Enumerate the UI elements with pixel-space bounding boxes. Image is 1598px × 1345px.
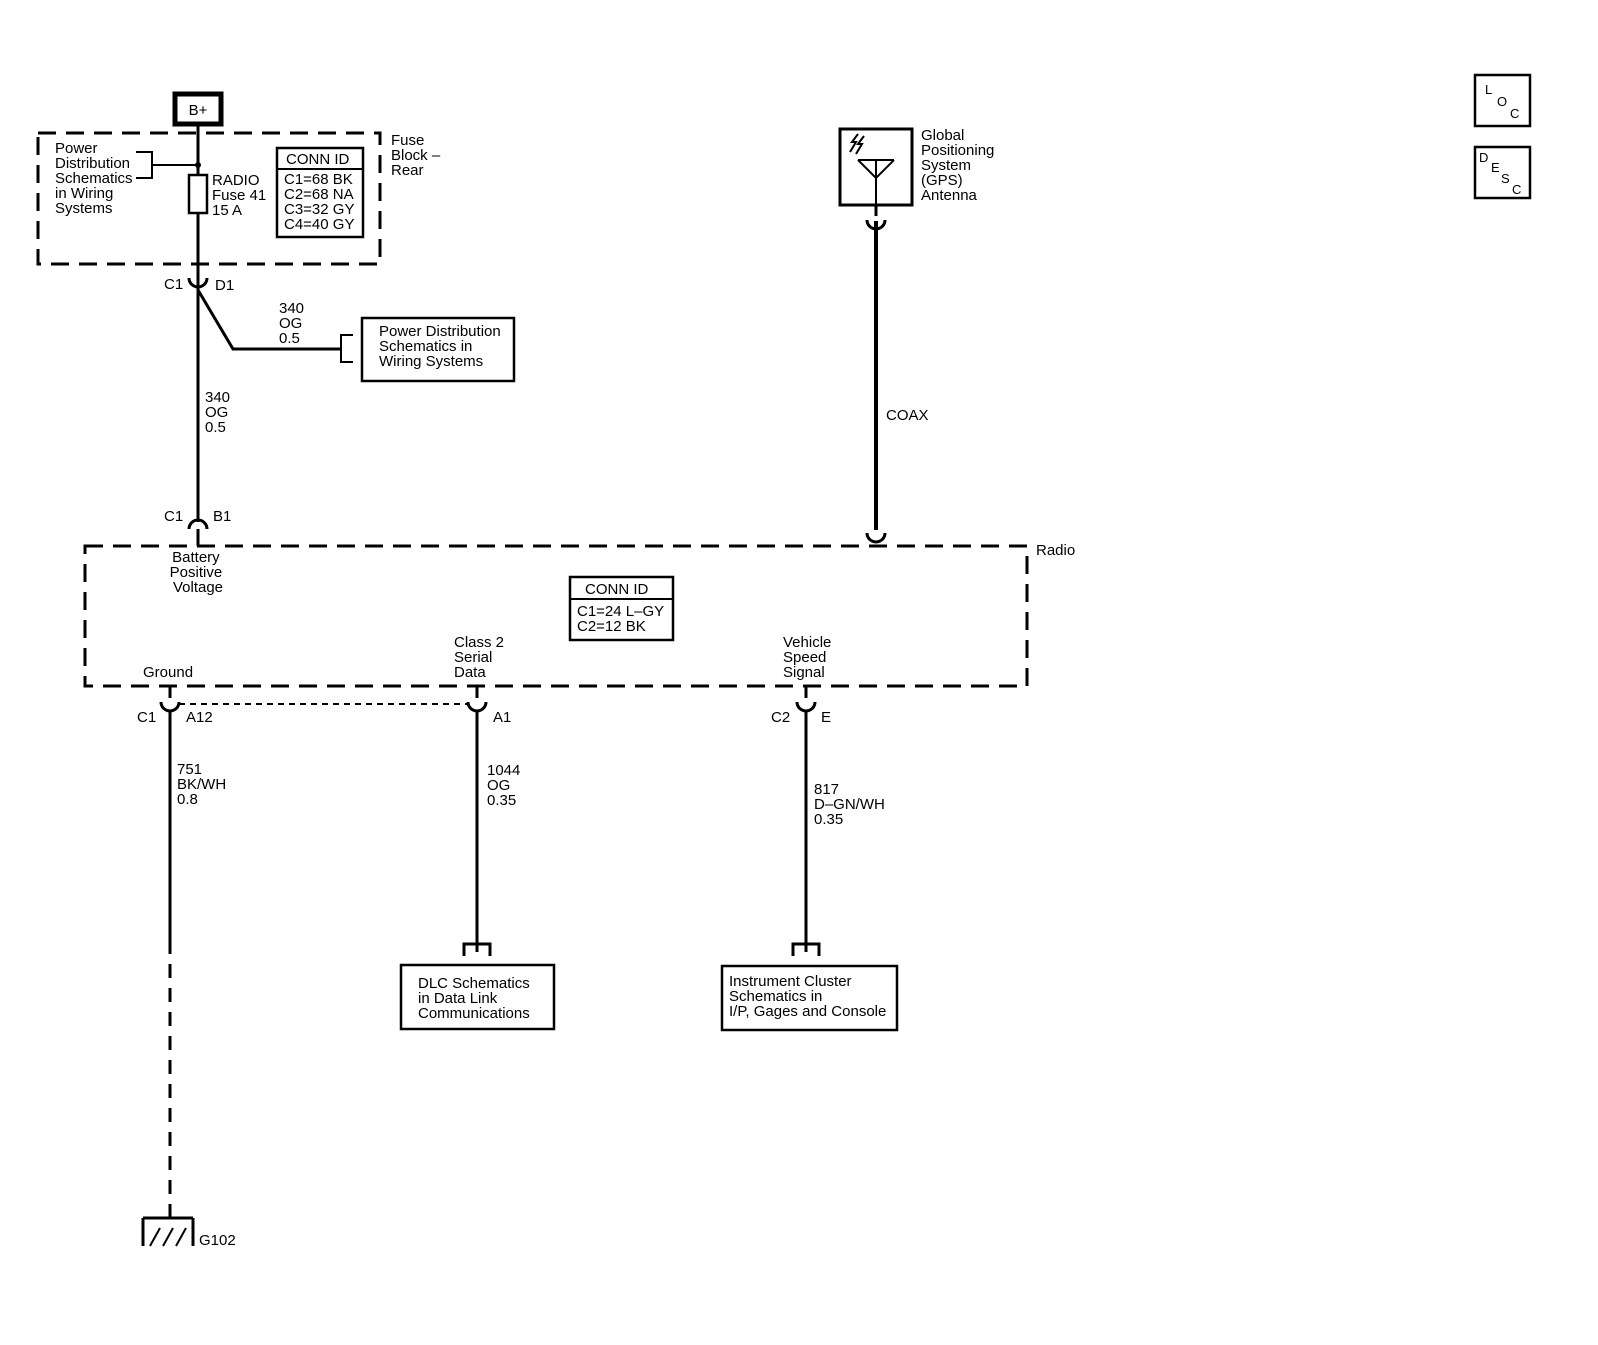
vehicle-speed-label: Vehicle Speed Signal xyxy=(783,634,836,681)
desc-button[interactable]: D E S C xyxy=(1473,145,1532,200)
gps-antenna-label: Global Positioning System (GPS) Antenna xyxy=(921,127,999,204)
fuse-41-label: RADIO Fuse 41 15 A xyxy=(212,172,270,219)
svg-text:E: E xyxy=(1491,160,1500,175)
svg-text:C: C xyxy=(1512,182,1521,197)
svg-text:L: L xyxy=(1485,82,1492,97)
fuse-block-outline xyxy=(36,131,382,266)
svg-text:D: D xyxy=(1479,150,1488,165)
connector-e-label: E xyxy=(821,709,831,726)
connector-c1-label: C1 xyxy=(164,276,183,293)
radio-conn-id-list: C1=24 L–GY C2=12 BK xyxy=(577,603,668,635)
radio-label: Radio xyxy=(1036,542,1075,559)
dlc-ref-box[interactable]: DLC Schematics in Data Link Communicatio… xyxy=(399,963,556,1031)
branch-wire xyxy=(196,289,340,351)
connector-c2-label: C2 xyxy=(771,709,790,726)
connector-b1-label: B1 xyxy=(213,508,231,525)
power-distribution-ref-box[interactable]: Power Distribution Schematics in Wiring … xyxy=(360,316,516,383)
dlc-ref-bracket xyxy=(462,942,492,956)
radio-conn-id: CONN ID C1=24 L–GY C2=12 BK xyxy=(568,575,675,642)
ground-g102-icon xyxy=(141,1216,195,1247)
ground-point-label: G102 xyxy=(199,1232,236,1249)
fuse-41-symbol xyxy=(187,173,209,215)
connector-c1-label-b: C1 xyxy=(164,508,183,525)
bplus-source: B+ xyxy=(172,91,224,127)
svg-text:C: C xyxy=(1510,106,1519,121)
connector-a1-symbol xyxy=(466,701,488,713)
splice-dot xyxy=(195,162,201,168)
instrument-cluster-ref-box[interactable]: Instrument Cluster Schematics in I/P, Ga… xyxy=(720,964,899,1032)
svg-text:Power Distribution Schem: Power Distribution Schematics in Wiring … xyxy=(379,323,505,370)
fuse-block-conn-id: CONN ID C1=68 BK C2=68 NA C3=32 GY C4=40… xyxy=(275,146,365,239)
loc-button[interactable]: L O C xyxy=(1473,73,1532,128)
connector-d1-label: D1 xyxy=(215,277,234,294)
coax-label: COAX xyxy=(886,407,929,424)
svg-text:DLC Schematics in Data L: DLC Schematics in Data Link Communicatio… xyxy=(418,975,534,1022)
branch-wire-label: 340 OG 0.5 xyxy=(279,300,308,347)
fuse-conn-id-title: CONN ID xyxy=(286,151,350,168)
connector-c2-e-symbol xyxy=(795,701,817,713)
connector-c1-d1-symbol xyxy=(187,277,209,289)
fuse-conn-id-list: C1=68 BK C2=68 NA C3=32 GY C4=40 GY xyxy=(284,171,358,233)
vss-wire-label: 817 D–GN/WH 0.35 xyxy=(814,781,889,828)
connector-c1-b1-symbol xyxy=(187,518,209,530)
branch-ref-bracket xyxy=(340,334,353,363)
svg-text:S: S xyxy=(1501,171,1510,186)
ground-label: Ground xyxy=(143,664,193,681)
fuse-block-power-dist-ref[interactable]: Power Distribution Schematics in Wiring … xyxy=(55,140,137,217)
ground-wire-label: 751 BK/WH 0.8 xyxy=(177,761,230,808)
ref-bracket xyxy=(136,151,153,179)
serial-wire-label: 1044 OG 0.35 xyxy=(487,762,525,809)
connector-a12-label: A12 xyxy=(186,709,213,726)
radio-conn-id-title: CONN ID xyxy=(585,581,649,598)
main-wire-label: 340 OG 0.5 xyxy=(205,389,234,436)
gps-connector-bottom xyxy=(865,532,887,544)
class2-serial-label: Class 2 Serial Data xyxy=(454,634,508,681)
svg-text:Instrument Cluster Schem: Instrument Cluster Schematics in I/P, Ga… xyxy=(729,973,886,1020)
battery-positive-label: Battery Positive Voltage xyxy=(170,549,227,596)
fuse-block-label: Fuse Block – Rear xyxy=(391,132,444,179)
radio-outline xyxy=(83,544,1029,688)
connector-c1-label-c: C1 xyxy=(137,709,156,726)
cluster-ref-bracket xyxy=(791,942,821,956)
bplus-label: B+ xyxy=(189,102,208,119)
gps-antenna xyxy=(838,127,914,207)
svg-text:O: O xyxy=(1497,94,1507,109)
connector-a1-label: A1 xyxy=(493,709,511,726)
connector-c1-a12-symbol xyxy=(159,701,181,713)
signal-bolt-icon xyxy=(849,133,865,155)
